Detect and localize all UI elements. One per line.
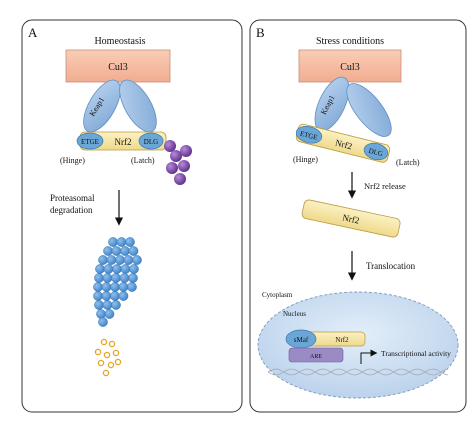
peptide-fragment-8 — [102, 369, 110, 377]
panel-a-dlg-domain — [138, 132, 164, 150]
panel-a-latch-label: (Latch) — [131, 156, 155, 165]
smaf-label: sMaf — [294, 336, 309, 344]
panel-a-dlg-label: DLG — [144, 138, 158, 146]
peptide-fragment-2 — [108, 340, 116, 348]
proteasome-subunit-11 — [123, 255, 134, 265]
panel-a-nrf2-label: Nrf2 — [115, 137, 132, 147]
proteasome-subunit-20 — [111, 273, 121, 283]
proteasome-subunit-13 — [95, 264, 105, 274]
ubiquitin-4 — [166, 162, 178, 174]
proteasome-subunit-1 — [108, 237, 118, 247]
are-element — [288, 347, 344, 363]
free-nrf2-label: Nrf2 — [342, 212, 361, 225]
panel-a-degradation-label: degradation — [50, 205, 93, 215]
proteasome-subunit-2 — [116, 237, 127, 247]
panel-a-etge-domain — [76, 132, 104, 150]
ubiquitin-1 — [164, 140, 176, 152]
panel-b-translocation-label: Translocation — [366, 261, 416, 271]
panel-a-cul3-label: Cul3 — [108, 62, 127, 73]
panel-b-dlg-label: DLG — [368, 147, 384, 158]
ubiquitin-6 — [174, 173, 186, 185]
proteasome-subunit-29 — [101, 291, 112, 301]
proteasome-subunit-25 — [110, 282, 120, 292]
panel-b-title: Stress conditions — [316, 36, 384, 47]
panel-a-cul3-box — [65, 49, 171, 83]
proteasome-subunit-30 — [110, 291, 120, 301]
proteasome-subunit-36 — [104, 309, 115, 319]
ubiquitin-3 — [180, 145, 192, 157]
nucleus-label: Nucleus — [283, 310, 306, 318]
peptide-fragment-6 — [97, 359, 105, 367]
proteasome-subunit-16 — [120, 264, 131, 274]
proteasome-subunit-8 — [98, 255, 108, 265]
transcription-arrow — [360, 349, 378, 364]
ubiquitin-5 — [178, 160, 190, 172]
proteasome-subunit-28 — [93, 291, 103, 301]
proteasome-subunit-35 — [96, 309, 106, 319]
proteasome-subunit-15 — [112, 264, 122, 274]
dna-strand — [267, 368, 449, 376]
panel-a-frame — [21, 19, 243, 413]
peptide-fragment-1 — [100, 338, 108, 346]
panel-b-keap1-right — [346, 83, 392, 137]
panel-a-title: Homeostasis — [94, 36, 145, 47]
panel-b-etge-domain — [295, 126, 323, 144]
ubiquitin-2 — [170, 150, 182, 162]
proteasome-subunit-6 — [120, 246, 130, 256]
panel-a-etge-label: ETGE — [81, 138, 99, 146]
cytoplasm-label: Cytoplasm — [262, 291, 293, 299]
proteasome-subunit-3 — [125, 237, 135, 247]
proteasome-subunit-18 — [94, 273, 104, 283]
panel-b-cul3-box — [298, 49, 402, 83]
are-label: ARE — [310, 354, 322, 360]
proteasome-subunit-10 — [115, 255, 125, 265]
proteasome-subunit-17 — [129, 264, 139, 274]
proteasome-subunit-23 — [93, 282, 103, 292]
panel-b-release-label: Nrf2 release — [364, 181, 406, 191]
proteasome-subunit-33 — [102, 300, 113, 310]
peptide-fragment-4 — [103, 351, 111, 359]
proteasome-cluster — [93, 237, 142, 327]
proteasome-subunit-14 — [103, 264, 114, 274]
proteasome-subunit-12 — [132, 255, 142, 265]
proteasome-subunit-7 — [128, 246, 139, 256]
peptide-fragment-7 — [107, 361, 115, 369]
proteasome-subunit-31 — [118, 291, 129, 301]
panel-a-letter: A — [28, 25, 38, 40]
panel-b-nrf2-bound: ETGE Nrf2 DLG — [295, 123, 391, 163]
panel-b-cul3-label: Cul3 — [340, 62, 359, 73]
proteasome-subunit-34 — [111, 300, 121, 310]
proteasome-subunit-22 — [128, 273, 138, 283]
transcription-label: Transcriptional activity — [381, 349, 451, 358]
proteasome-subunit-4 — [103, 246, 113, 256]
proteasome-subunit-24 — [101, 282, 112, 292]
peptide-fragment-9 — [114, 358, 122, 366]
proteasome-subunit-21 — [119, 273, 130, 283]
panel-b-free-nrf2: Nrf2 — [301, 199, 401, 238]
ubiquitin-chain — [164, 140, 192, 185]
peptide-fragment-3 — [94, 348, 102, 356]
free-nrf2-bar — [301, 199, 401, 238]
panel-a-keap1-right — [119, 79, 157, 133]
proteasome-subunit-5 — [111, 246, 122, 256]
panel-b-letter: B — [256, 25, 265, 40]
peptide-fragment-5 — [112, 349, 120, 357]
proteasome-subunit-27 — [127, 282, 137, 292]
panel-b-latch-label: (Latch) — [396, 158, 420, 167]
panel-a-hinge-label: (Hinge) — [60, 156, 85, 165]
panel-a-proteasomal-label: Proteasomal — [50, 193, 95, 203]
proteasome-subunit-26 — [118, 282, 129, 292]
panel-b-dlg-domain — [363, 142, 389, 161]
nuclear-nrf2-label: Nrf2 — [335, 336, 349, 344]
proteasome-subunit-32 — [94, 300, 104, 310]
panel-b-hinge-label: (Hinge) — [293, 155, 318, 164]
proteasome-subunit-9 — [106, 255, 117, 265]
proteasome-subunit-19 — [102, 273, 113, 283]
panel-b-nrf2-label: Nrf2 — [334, 138, 353, 152]
panel-a-keap1-left — [83, 79, 121, 133]
degraded-peptides — [94, 338, 122, 377]
proteasome-subunit-37 — [98, 317, 108, 327]
